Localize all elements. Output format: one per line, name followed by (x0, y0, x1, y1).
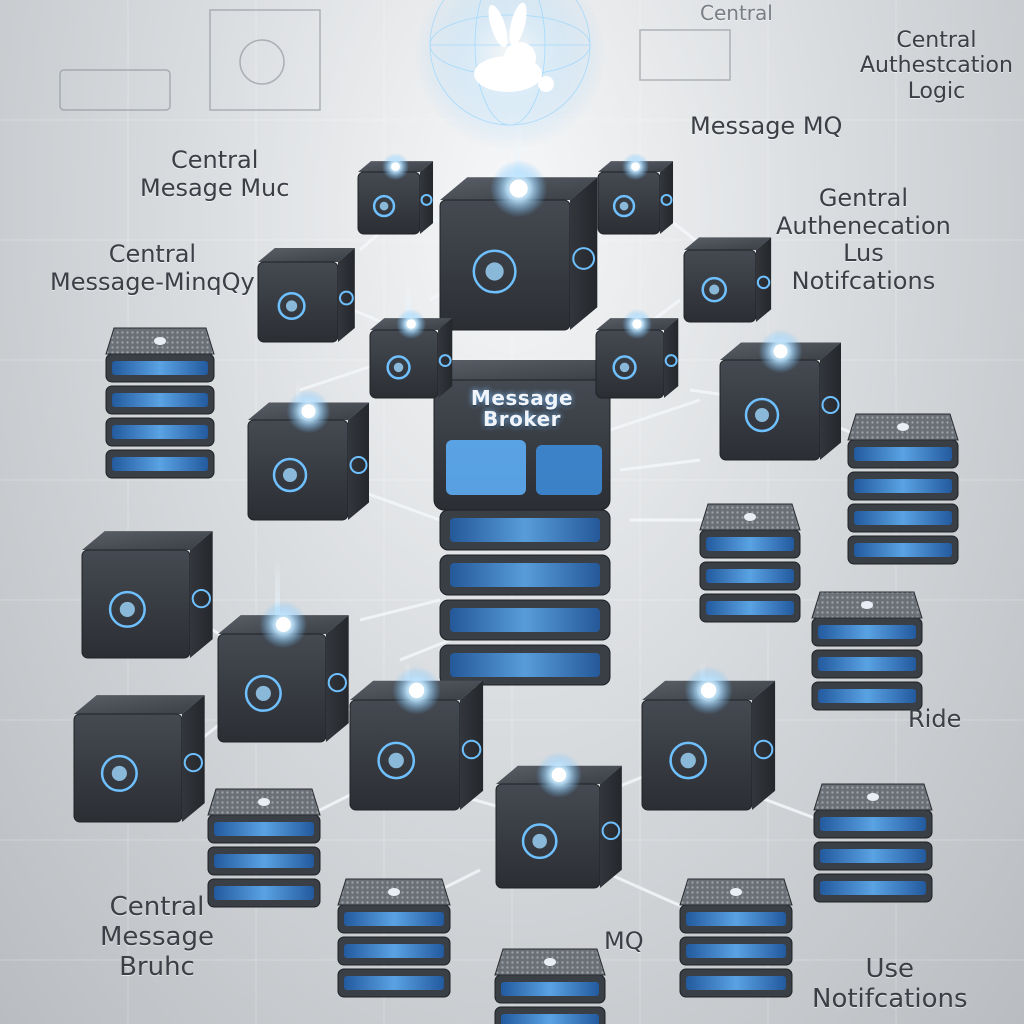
server-stack-right-upper (847, 413, 959, 565)
cube-center (349, 666, 484, 811)
label-right-line-3: Lus (843, 239, 884, 268)
label-bottom-left-line-2: Message (100, 921, 214, 952)
label-bottom-left: Central Message Bruhc (100, 892, 214, 983)
cube-lower-left (73, 695, 205, 823)
label-right: Gentral Authenecation Lus Notifcations (776, 184, 951, 295)
cube-far-left (81, 531, 213, 659)
cube-center-left (217, 600, 349, 743)
broker-title-line-2: Broker (482, 407, 562, 431)
server-stack-right-lower (811, 591, 923, 711)
server-stack-right-middle (699, 503, 801, 623)
server-stack-bottom-center (494, 948, 606, 1024)
label-left: Central Message-MinqQy (50, 240, 255, 296)
label-top-right-line-2: Authestcation (860, 53, 1013, 79)
label-bottom-left-line-1: Central (109, 892, 205, 922)
cube-center-right (641, 666, 776, 811)
label-ride: Ride (908, 705, 962, 733)
label-left-line-2: Message-MinqQy (50, 267, 255, 296)
server-stack-bottom-right (679, 878, 793, 998)
broker-title: Message Broker (432, 388, 612, 430)
label-top-right: Central Authestcation Logic (860, 28, 1013, 104)
message-broker-tower (433, 360, 620, 686)
central-cube (439, 160, 598, 331)
label-top-right-line-1: Central (896, 28, 977, 53)
label-right-line-2: Authenecation (776, 211, 951, 240)
cube-mid-right (595, 309, 679, 399)
label-right-line-1: Gentral (818, 184, 909, 212)
label-top-left-line-1: Central (171, 146, 259, 174)
label-bottom-right: Use Notifcations (812, 954, 968, 1015)
label-message-mq: Message MQ (690, 112, 843, 140)
label-top-center: Central (700, 1, 773, 25)
label-bottom-mq: MQ (604, 927, 644, 955)
cube-left (247, 389, 369, 521)
broker-title-line-1: Message (470, 386, 574, 410)
server-stack-left (105, 327, 215, 479)
label-bottom-left-line-3: Bruhc (119, 951, 195, 982)
cube-right (719, 329, 841, 461)
label-top-right-line-3: Logic (907, 78, 966, 104)
label-top-left-line-2: Mesage Muc (140, 173, 290, 202)
label-top-left: Central Mesage Muc (140, 146, 290, 202)
label-left-line-1: Central (108, 240, 197, 268)
label-right-line-4: Notifcations (791, 266, 936, 295)
server-stack-bottom-left (337, 878, 451, 998)
cube-upper-left (257, 248, 355, 343)
label-bottom-right-line-1: Use (865, 954, 915, 984)
cube-mid-left (369, 309, 453, 399)
cube-top-right (597, 152, 674, 235)
rabbit-globe (415, 0, 605, 150)
server-stack-right-bottom (813, 783, 933, 903)
server-stack-lower-left (207, 788, 321, 908)
cube-top-left (357, 152, 434, 235)
cube-upper-right (683, 237, 772, 323)
sketch-decor (59, 9, 731, 111)
label-bottom-right-line-2: Notifcations (812, 983, 968, 1014)
cube-lower-center (495, 752, 622, 889)
nodes (73, 152, 959, 1024)
rabbit-icon (474, 2, 554, 92)
